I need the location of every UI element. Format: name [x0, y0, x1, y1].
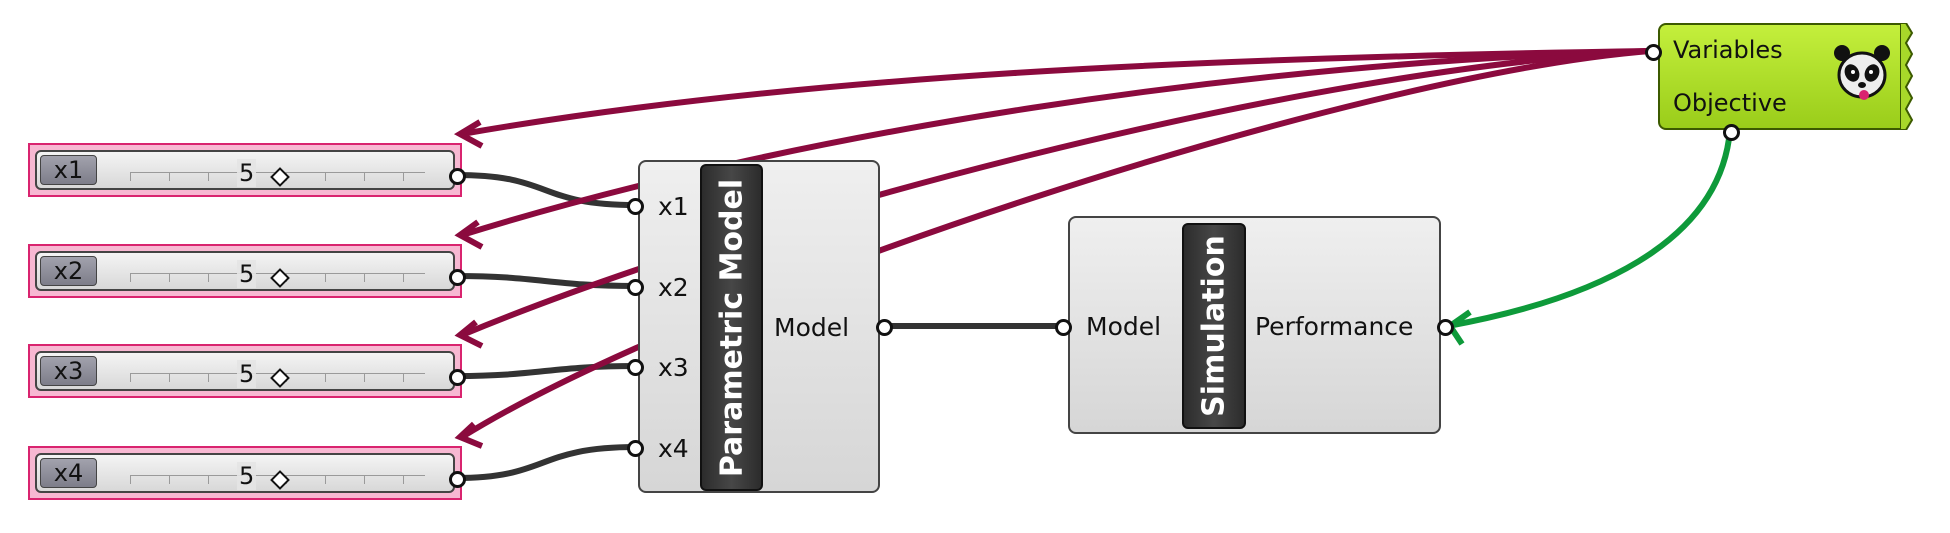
simulation-component[interactable]: Model Simulation Performance	[1068, 216, 1441, 434]
input-port-model[interactable]	[1055, 319, 1072, 336]
slider-body[interactable]: x2 5	[35, 251, 455, 291]
slider-knob[interactable]	[270, 268, 290, 288]
slider-x2[interactable]: x2 5	[28, 244, 462, 298]
panda-icon	[1834, 45, 1890, 100]
output-port-model[interactable]	[876, 319, 893, 336]
slider-knob[interactable]	[270, 470, 290, 490]
simulation-nickname[interactable]: Simulation	[1182, 223, 1246, 429]
input-label-x2: x2	[658, 273, 689, 302]
nickname-text: Parametric Model	[714, 178, 749, 477]
input-label-x4: x4	[658, 434, 689, 463]
slider-x3[interactable]: x3 5	[28, 344, 462, 398]
input-label-x1: x1	[658, 192, 689, 221]
slider-value: 5	[237, 462, 257, 490]
galapagos-variables-port[interactable]	[1645, 44, 1662, 61]
wire-x1[interactable]	[455, 172, 637, 208]
slider-label: x3	[40, 356, 97, 386]
galapagos-objective-port[interactable]	[1723, 124, 1740, 141]
slider-output-port-x2[interactable]	[449, 269, 466, 286]
parametric-model-component[interactable]: x1 x2 x3 x4 Parametric Model Model	[638, 160, 880, 493]
slider-knob[interactable]	[270, 167, 290, 187]
wire-x2[interactable]	[455, 273, 637, 289]
slider-value: 5	[237, 159, 257, 187]
input-port-x3[interactable]	[627, 359, 644, 376]
slider-body[interactable]: x3 5	[35, 351, 455, 391]
input-label-x3: x3	[658, 353, 689, 382]
wire-x3[interactable]	[455, 363, 637, 379]
input-port-x2[interactable]	[627, 279, 644, 296]
output-label-performance: Performance	[1255, 312, 1414, 341]
wire-x4[interactable]	[455, 444, 637, 481]
slider-value: 5	[237, 360, 257, 388]
variable-arrow-x4	[454, 421, 484, 449]
input-port-x4[interactable]	[627, 440, 644, 457]
slider-x4[interactable]: x4 5	[28, 446, 462, 500]
nickname-text: Simulation	[1196, 235, 1232, 417]
slider-knob[interactable]	[270, 368, 290, 388]
input-label-variables: Variables	[1673, 36, 1783, 64]
input-label-model: Model	[1086, 312, 1162, 341]
input-label-objective: Objective	[1673, 89, 1787, 117]
slider-body[interactable]: x4 5	[35, 453, 455, 493]
slider-label: x2	[40, 256, 97, 286]
variable-arrow-x1	[453, 119, 484, 149]
slider-value: 5	[237, 260, 257, 288]
slider-label: x1	[40, 155, 97, 185]
slider-output-port-x4[interactable]	[449, 471, 466, 488]
slider-output-port-x1[interactable]	[449, 168, 466, 185]
output-label-model: Model	[774, 313, 850, 342]
slider-output-port-x3[interactable]	[449, 369, 466, 386]
variable-arrow-x2	[454, 219, 484, 250]
galapagos-component[interactable]: Variables Objective	[1658, 23, 1906, 130]
galapagos-edge	[1900, 23, 1914, 130]
variable-wire-x1[interactable]	[461, 48, 1651, 137]
variable-arrow-x3	[454, 319, 484, 349]
slider-label: x4	[40, 458, 97, 488]
slider-x1[interactable]: x1 5	[28, 143, 462, 197]
slider-body[interactable]: x1 5	[35, 150, 455, 190]
output-port-performance[interactable]	[1437, 319, 1454, 336]
parametric-model-nickname[interactable]: Parametric Model	[700, 164, 763, 491]
input-port-x1[interactable]	[627, 198, 644, 215]
objective-wire[interactable]	[1447, 129, 1733, 329]
